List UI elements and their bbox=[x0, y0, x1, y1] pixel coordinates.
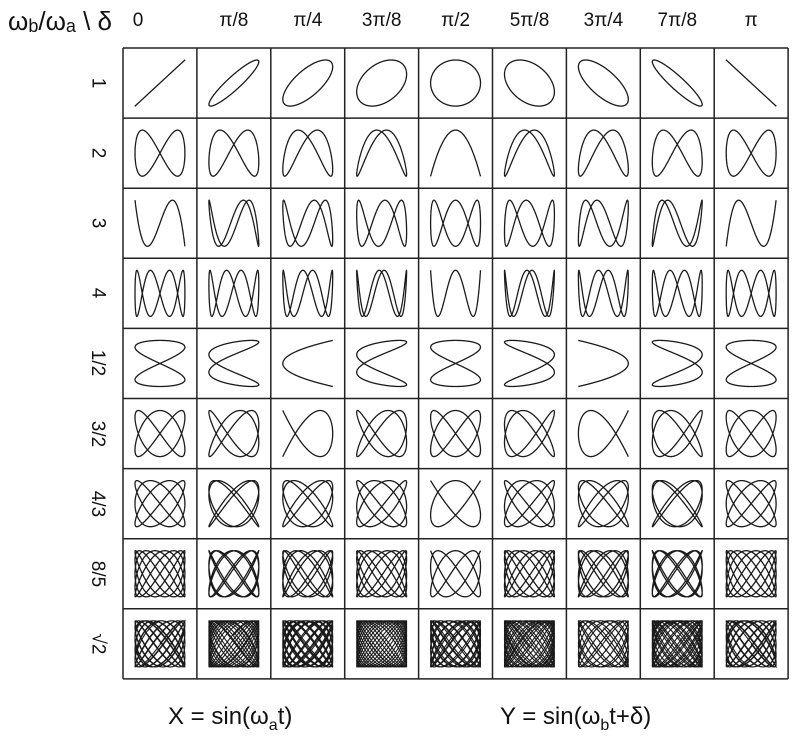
lissajous-curve bbox=[503, 199, 556, 247]
lissajous-curve bbox=[430, 620, 482, 668]
lissajous-curve bbox=[282, 339, 334, 388]
x-equation: X = sin(ωat) bbox=[168, 703, 293, 734]
lissajous-curve bbox=[651, 409, 703, 458]
lissajous-curve bbox=[503, 409, 556, 458]
lissajous-curve bbox=[282, 269, 334, 318]
lissajous-curve bbox=[134, 479, 186, 528]
lissajous-curve bbox=[577, 550, 629, 598]
lissajous-curve bbox=[208, 269, 260, 318]
lissajous-curve bbox=[134, 339, 186, 388]
corner-label: ωb/ωa \ δ bbox=[8, 6, 113, 36]
lissajous-curve bbox=[134, 550, 186, 598]
lissajous-curve bbox=[282, 59, 334, 107]
lissajous-curve bbox=[577, 479, 629, 528]
lissajous-curve bbox=[134, 59, 186, 107]
lissajous-curve bbox=[208, 620, 260, 668]
lissajous-curve bbox=[208, 339, 260, 388]
lissajous-curve bbox=[134, 619, 186, 668]
lissajous-curve bbox=[503, 129, 556, 177]
column-header: π/2 bbox=[441, 10, 471, 31]
column-header: π/4 bbox=[293, 10, 323, 31]
lissajous-curve bbox=[725, 479, 777, 528]
lissajous-curve bbox=[208, 199, 260, 247]
lissajous-curve bbox=[577, 269, 629, 318]
lissajous-curve bbox=[282, 129, 334, 177]
lissajous-curve bbox=[651, 269, 703, 318]
lissajous-curve bbox=[429, 269, 482, 318]
lissajous-curve bbox=[356, 269, 408, 318]
lissajous-curve bbox=[356, 129, 408, 177]
lissajous-curve bbox=[651, 479, 703, 528]
lissajous-curve bbox=[208, 549, 260, 598]
lissajous-curve bbox=[725, 620, 777, 669]
lissajous-curve bbox=[725, 409, 777, 458]
lissajous-curve bbox=[725, 550, 777, 598]
lissajous-curve bbox=[429, 129, 482, 177]
lissajous-curve bbox=[725, 59, 777, 107]
lissajous-curve bbox=[651, 199, 703, 247]
lissajous-curve bbox=[577, 409, 629, 458]
lissajous-curve bbox=[503, 550, 556, 598]
lissajous-curve bbox=[429, 409, 482, 458]
lissajous-curve bbox=[651, 339, 703, 388]
lissajous-curve bbox=[282, 620, 334, 668]
lissajous-curve bbox=[651, 549, 703, 598]
lissajous-curve bbox=[725, 199, 777, 247]
column-header: 7π/8 bbox=[657, 10, 698, 31]
lissajous-curve bbox=[577, 339, 629, 388]
lissajous-curve bbox=[503, 59, 556, 107]
lissajous-curve bbox=[208, 409, 260, 458]
column-header: π bbox=[744, 10, 758, 31]
column-header: 0 bbox=[132, 10, 144, 31]
lissajous-curve bbox=[134, 129, 186, 177]
lissajous-curve bbox=[282, 479, 334, 528]
column-header: 3π/4 bbox=[583, 10, 624, 31]
lissajous-curve bbox=[651, 129, 703, 177]
lissajous-curve bbox=[577, 199, 629, 247]
lissajous-curve bbox=[651, 620, 703, 668]
lissajous-curve bbox=[429, 59, 482, 107]
column-header: 3π/8 bbox=[361, 10, 402, 31]
y-equation: Y = sin(ωbt+δ) bbox=[500, 703, 652, 734]
lissajous-curve bbox=[429, 199, 482, 247]
lissajous-curve bbox=[134, 269, 186, 318]
lissajous-curve bbox=[429, 479, 482, 528]
lissajous-curve bbox=[503, 339, 556, 388]
lissajous-curve bbox=[725, 269, 777, 318]
lissajous-curve bbox=[577, 59, 629, 107]
lissajous-curve bbox=[356, 479, 408, 528]
lissajous-curve bbox=[134, 409, 186, 458]
column-header: π/8 bbox=[219, 10, 249, 31]
lissajous-curve bbox=[356, 620, 408, 668]
lissajous-curve bbox=[651, 59, 703, 107]
lissajous-curve bbox=[725, 339, 777, 388]
lissajous-curve bbox=[208, 479, 260, 528]
lissajous-curve bbox=[282, 409, 334, 458]
lissajous-curve bbox=[208, 129, 260, 177]
lissajous-curve bbox=[356, 339, 408, 388]
lissajous-curve bbox=[356, 199, 408, 247]
lissajous-curve bbox=[282, 199, 334, 247]
lissajous-curve bbox=[577, 129, 629, 177]
lissajous-curve bbox=[356, 59, 408, 107]
lissajous-curve bbox=[356, 409, 408, 458]
lissajous-curve bbox=[429, 339, 482, 388]
column-header: 5π/8 bbox=[509, 10, 550, 31]
lissajous-curve bbox=[282, 550, 334, 598]
lissajous-curve bbox=[725, 129, 777, 177]
lissajous-curve bbox=[429, 550, 482, 598]
lissajous-curve bbox=[134, 199, 186, 247]
lissajous-curve bbox=[356, 550, 408, 598]
lissajous-curve bbox=[577, 620, 629, 668]
lissajous-curve bbox=[503, 620, 555, 668]
lissajous-curve bbox=[503, 479, 556, 528]
lissajous-curve bbox=[503, 269, 556, 318]
lissajous-curve bbox=[208, 59, 260, 107]
